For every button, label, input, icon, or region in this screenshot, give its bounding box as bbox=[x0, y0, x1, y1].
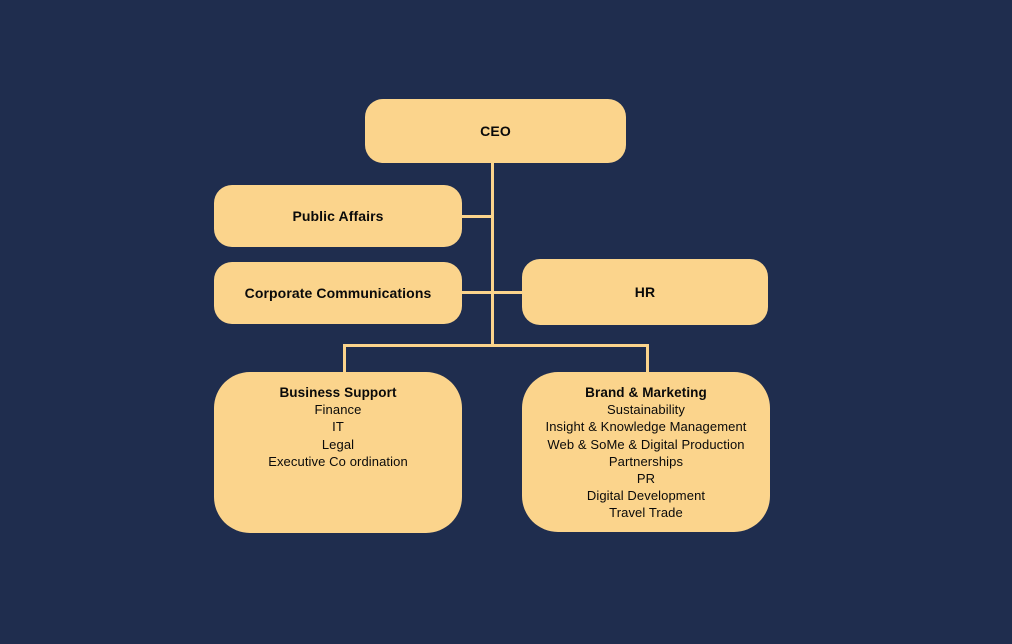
connector-public-affairs bbox=[462, 215, 492, 218]
node-brand-marketing-item: Digital Development bbox=[586, 488, 706, 504]
node-business-support-item: Finance bbox=[314, 402, 362, 418]
node-business-support: Business Support Finance IT Legal Execut… bbox=[214, 372, 462, 533]
node-hr-label: HR bbox=[634, 284, 656, 300]
connector-branch-horizontal bbox=[343, 344, 649, 347]
node-corporate-communications-label: Corporate Communications bbox=[244, 285, 432, 301]
connector-hr bbox=[462, 291, 522, 294]
node-business-support-item: Legal bbox=[321, 436, 355, 452]
node-brand-marketing-item: PR bbox=[636, 471, 656, 487]
node-brand-marketing-item: Insight & Knowledge Management bbox=[545, 419, 747, 435]
node-business-support-item: Executive Co ordination bbox=[268, 453, 408, 469]
node-brand-marketing-item: Web & SoMe & Digital Production bbox=[547, 436, 745, 452]
node-corporate-communications: Corporate Communications bbox=[214, 262, 462, 324]
node-brand-marketing-item: Sustainability bbox=[607, 402, 685, 418]
node-public-affairs: Public Affairs bbox=[214, 185, 462, 247]
node-public-affairs-label: Public Affairs bbox=[292, 208, 384, 224]
node-ceo-label: CEO bbox=[480, 123, 511, 139]
node-hr: HR bbox=[522, 259, 768, 325]
connector-branch-right-drop bbox=[646, 344, 649, 372]
node-brand-marketing: Brand & Marketing Sustainability Insight… bbox=[522, 372, 770, 532]
node-brand-marketing-item: Partnerships bbox=[608, 453, 684, 469]
node-business-support-title: Business Support bbox=[279, 385, 397, 400]
node-brand-marketing-title: Brand & Marketing bbox=[585, 385, 707, 400]
node-business-support-item: IT bbox=[332, 419, 344, 435]
connector-ceo-vertical bbox=[491, 163, 494, 347]
connector-branch-left-drop bbox=[343, 344, 346, 372]
node-ceo: CEO bbox=[365, 99, 626, 163]
node-brand-marketing-item: Travel Trade bbox=[609, 505, 683, 521]
